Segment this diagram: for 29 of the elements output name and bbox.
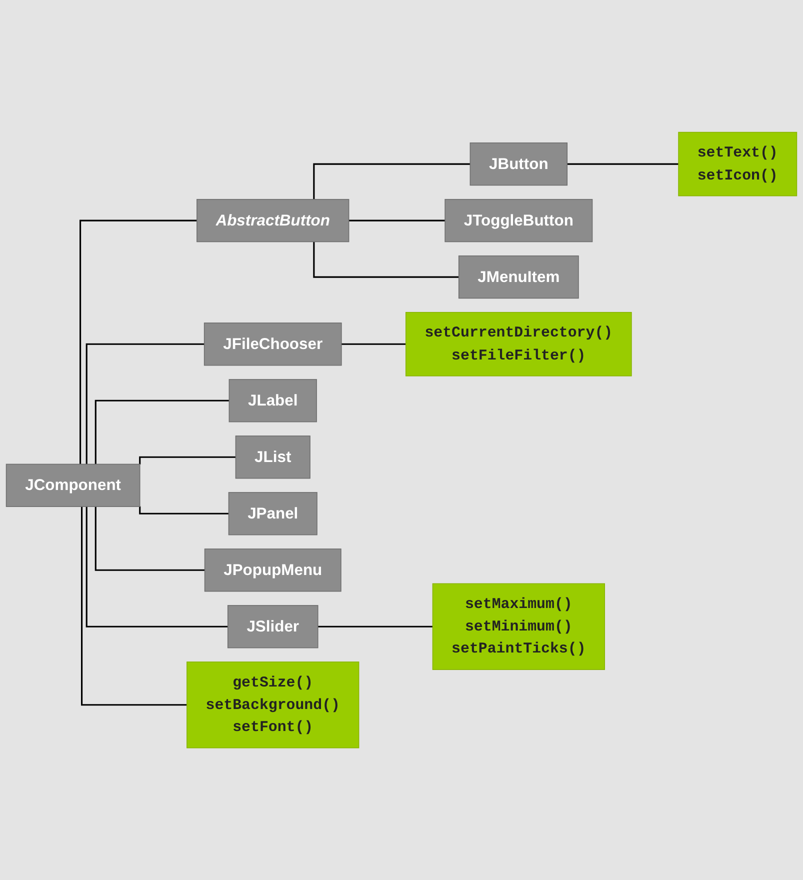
connector <box>94 400 230 464</box>
connector <box>81 506 187 706</box>
connector <box>94 506 205 571</box>
connector <box>340 343 406 345</box>
connector <box>348 220 446 222</box>
node-box: setMaximum() setMinimum() setPaintTicks() <box>432 583 605 670</box>
connector <box>86 506 228 628</box>
node-box: JButton <box>470 142 568 186</box>
node-box: JSlider <box>227 604 318 648</box>
connector <box>566 163 679 165</box>
node-box: AbstractButton <box>196 198 350 242</box>
connector <box>80 220 197 464</box>
node-box: getSize() setBackground() setFont() <box>186 661 360 748</box>
node-box: JComponent <box>6 464 140 507</box>
node-box: JPopupMenu <box>204 548 342 592</box>
node-box: JFileChooser <box>204 322 342 366</box>
node-box: JLabel <box>228 378 317 422</box>
connector <box>86 343 204 464</box>
node-box: JMenuItem <box>458 255 579 299</box>
node-box: setCurrentDirectory() setFileFilter() <box>406 312 632 376</box>
node-box: JToggleButton <box>444 198 593 242</box>
connector <box>139 506 229 514</box>
connector <box>313 163 470 200</box>
node-box: setText() setIcon() <box>678 132 798 196</box>
connector <box>317 626 433 628</box>
node-box: JPanel <box>228 492 318 536</box>
connector <box>313 242 459 278</box>
connector <box>139 456 236 464</box>
node-box: JList <box>235 435 310 479</box>
